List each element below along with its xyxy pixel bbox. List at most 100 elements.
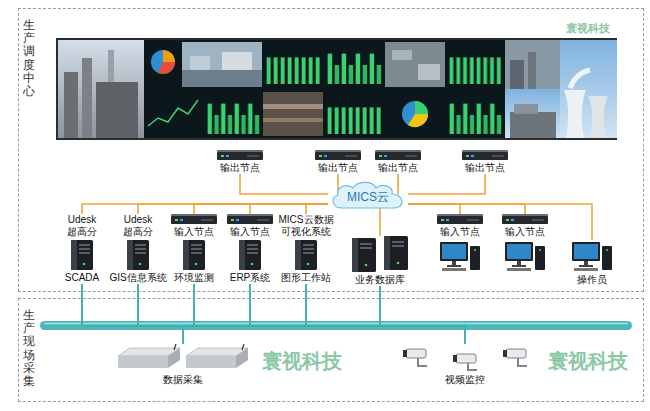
video-wall xyxy=(190,56,210,70)
bus-link xyxy=(306,284,465,344)
cloud-link xyxy=(250,204,328,214)
bus-link xyxy=(380,286,465,344)
device-icon xyxy=(440,240,480,272)
device-label: Udesk 超高分 xyxy=(108,214,169,238)
device-icon xyxy=(437,214,483,224)
cloud-link xyxy=(379,204,381,236)
server-device: 输入节点环境监测 xyxy=(169,214,219,284)
video-wall xyxy=(265,46,321,84)
video-wall xyxy=(448,96,502,134)
bus-link xyxy=(250,284,465,344)
video-wall xyxy=(144,40,505,138)
server-device: Udesk 超高分 SCADA xyxy=(57,214,107,284)
workstation-device: 输入节点 xyxy=(435,214,485,272)
device-label: Udesk 超高分 xyxy=(57,214,107,238)
bus-link xyxy=(183,284,306,344)
device-icon xyxy=(315,150,361,160)
device-icon xyxy=(295,240,317,270)
device-icon xyxy=(124,240,152,270)
video-wall xyxy=(402,101,428,127)
device-icon xyxy=(68,240,96,270)
video-wall xyxy=(158,62,175,74)
device-label: 业务数据库 xyxy=(355,274,405,286)
cloud-link xyxy=(194,204,328,214)
bus-link xyxy=(194,284,465,344)
video-wall xyxy=(418,64,440,80)
device-icon xyxy=(437,214,483,224)
video-wall xyxy=(560,40,617,138)
device-label: 输入节点 xyxy=(440,226,480,238)
watermark: 寰视科技 xyxy=(548,350,628,372)
device-icon xyxy=(118,344,248,368)
device-icon xyxy=(171,214,217,224)
device-label: 输出节点 xyxy=(465,162,505,174)
video-wall xyxy=(222,52,252,70)
cloud-shape xyxy=(333,182,402,208)
device-icon xyxy=(68,240,96,270)
output-node: 输出节点 xyxy=(370,150,426,174)
video-wall xyxy=(96,82,138,138)
device-label: MICS云数据 可视化系统 xyxy=(271,214,341,238)
cloud-link xyxy=(408,204,460,214)
device-icon xyxy=(315,150,361,160)
device-icon xyxy=(375,150,421,160)
video-wall xyxy=(570,70,590,88)
device-icon xyxy=(124,240,152,270)
video-wall xyxy=(82,58,92,138)
device-icon xyxy=(440,240,480,272)
region-label: 生产现场采集 xyxy=(23,309,35,388)
video-wall xyxy=(56,38,617,140)
bus-link xyxy=(138,284,465,344)
cloud-label: MICS云 xyxy=(347,187,389,204)
video-wall xyxy=(448,46,502,84)
device-label: ERP系统 xyxy=(230,272,271,284)
device-label: 操作员 xyxy=(577,274,607,286)
region-band: 生产现场采集数据采集视频监控 xyxy=(18,298,644,402)
device-icon xyxy=(227,214,273,224)
device-icon xyxy=(400,344,530,372)
video-wall xyxy=(263,118,323,122)
device-icon xyxy=(217,150,263,160)
video-wall xyxy=(505,40,560,89)
device-icon xyxy=(502,214,548,224)
server-device: 输入节点ERP系统 xyxy=(225,214,275,284)
device-icon xyxy=(505,240,545,272)
device-icon xyxy=(437,214,483,224)
region-band: 生产调度中心输出节点输出节点输出节点输出节点MICS云Udesk 超高分SCAD… xyxy=(18,8,644,292)
device-icon xyxy=(171,214,217,224)
output-node: 输出节点 xyxy=(212,150,268,174)
device-icon xyxy=(352,236,408,272)
video-wall xyxy=(206,96,260,134)
device-icon xyxy=(572,240,612,272)
device-icon xyxy=(462,150,508,160)
video-wall xyxy=(263,104,323,109)
device-label: 输出节点 xyxy=(220,162,260,174)
region-label: 生产调度中心 xyxy=(23,19,35,98)
device-icon xyxy=(462,150,508,160)
field-bus xyxy=(44,323,628,325)
device-icon xyxy=(183,240,205,270)
device-icon xyxy=(505,242,545,271)
device-label: SCADA xyxy=(65,272,99,284)
output-node: 输出节点 xyxy=(310,150,366,174)
device-label: 输出节点 xyxy=(318,162,358,174)
device-label: 输入节点 xyxy=(505,226,545,238)
cloud-link xyxy=(240,174,328,194)
device-icon xyxy=(315,150,361,160)
cloud-link xyxy=(408,204,525,214)
device-label: 视频监控 xyxy=(445,374,485,386)
video-wall xyxy=(263,92,323,136)
video-wall xyxy=(528,52,536,89)
video-wall xyxy=(108,50,114,82)
video-wall xyxy=(514,104,538,114)
device-icon xyxy=(127,240,149,270)
device-icon xyxy=(403,349,527,370)
video-wall xyxy=(58,40,144,138)
video-wall xyxy=(385,42,445,87)
device-icon xyxy=(572,242,612,271)
device-icon xyxy=(292,240,320,270)
device-icon xyxy=(348,236,412,272)
